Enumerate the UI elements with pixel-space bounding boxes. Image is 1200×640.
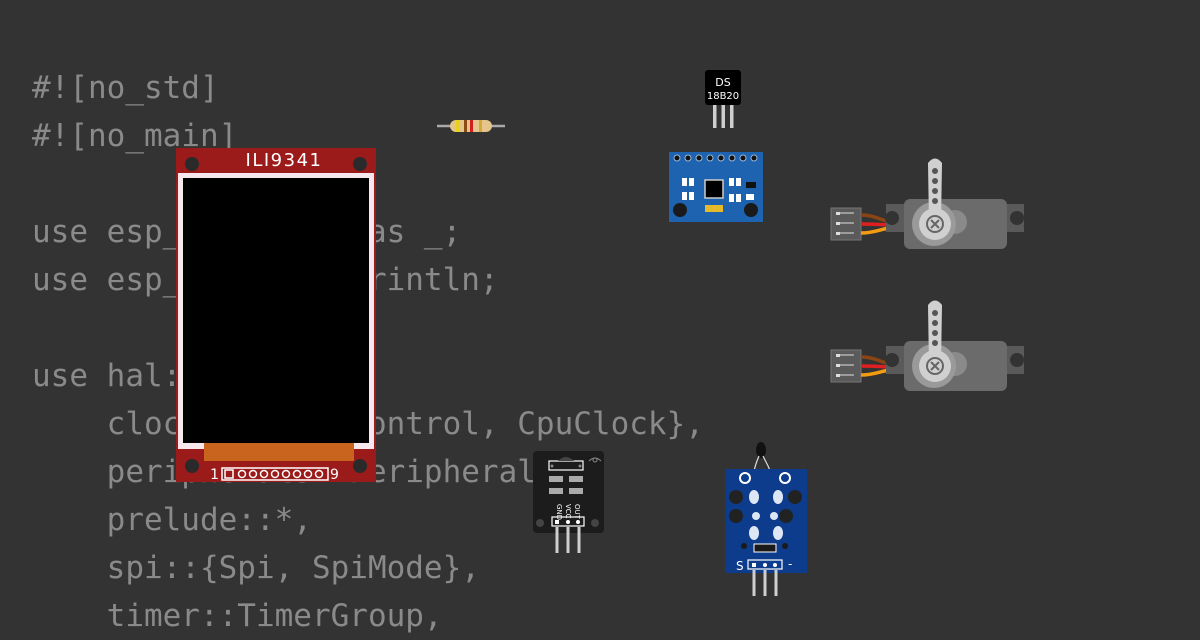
pin-first-label: 1 [210, 467, 219, 482]
thermistor-module[interactable]: S - [724, 440, 808, 598]
ir-receiver-module[interactable]: GND VCC OUT [533, 451, 605, 555]
ds18b20-sensor[interactable]: DS 18B20 [704, 70, 742, 130]
ds18b20-label-line1: DS [715, 76, 730, 89]
code-line: #![no_std] [32, 70, 219, 106]
ds18b20-label-line2: 18B20 [707, 91, 739, 102]
imu-module[interactable] [669, 152, 763, 222]
display-label: ILI9341 [246, 150, 323, 171]
ili9341-display[interactable]: ILI9341 1 9 [176, 148, 376, 482]
servo-motor-2[interactable] [830, 297, 1025, 397]
ir-pin-label-out: OUT [573, 504, 581, 520]
ir-pin-label-gnd: GND [555, 504, 563, 520]
servo-motor-1[interactable] [830, 155, 1025, 255]
display-screen [183, 178, 369, 443]
code-line: spi::{Spi, SpiMode}, [32, 550, 480, 586]
thermistor-pin-label-minus: - [788, 557, 792, 571]
display-pin-header [224, 469, 324, 479]
resistor[interactable] [437, 117, 505, 135]
code-line: prelude::*, [32, 502, 312, 538]
pin-last-label: 9 [330, 467, 339, 482]
thermistor-pin-label-s: S [736, 559, 744, 573]
code-line: timer::TimerGroup, [32, 598, 443, 634]
ir-pin-label-vcc: VCC [564, 504, 572, 519]
